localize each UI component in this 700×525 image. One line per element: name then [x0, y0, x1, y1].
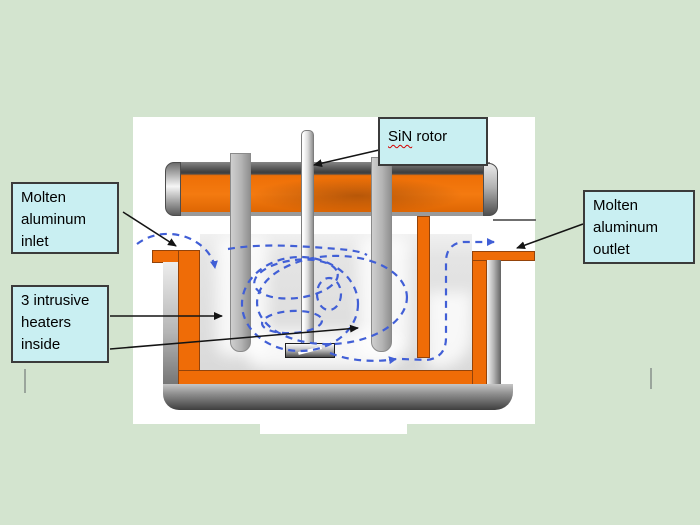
rotor-disc-highlight — [297, 346, 323, 355]
label-line: 3 intrusive — [21, 292, 90, 309]
heater-rod-left — [230, 153, 251, 352]
label-word-sin: SiN — [388, 128, 413, 145]
heater-rod-right — [371, 157, 392, 352]
shelf-line — [493, 219, 536, 221]
melt-highlight — [426, 292, 472, 368]
shell-right-wall — [487, 260, 501, 386]
label-line: inlet — [21, 233, 49, 250]
baffle — [417, 216, 430, 358]
tick-mark-right — [650, 368, 652, 389]
label-line: inside — [21, 336, 61, 353]
label-molten-aluminum-outlet: Molten aluminum outlet — [583, 190, 695, 264]
lid-cap-left — [165, 162, 181, 216]
label-word-rotor: rotor — [412, 128, 448, 145]
label-sin-rotor: SiN rotor — [378, 117, 488, 166]
lining-left-wall — [178, 250, 200, 387]
label-line: outlet — [593, 241, 630, 258]
rotor-disc — [285, 343, 335, 358]
label-line: aluminum — [593, 219, 659, 236]
label-intrusive-heaters: 3 intrusive heaters inside — [11, 285, 109, 363]
label-molten-aluminum-inlet: Molten aluminum inlet — [11, 182, 119, 254]
furnace-lid — [174, 162, 490, 216]
rotor-shaft — [301, 130, 314, 346]
tick-mark-left — [24, 369, 26, 393]
lid-cap-right — [483, 163, 498, 216]
shell-bottom — [163, 384, 513, 410]
diagram-canvas-foot — [260, 424, 407, 434]
outlet-lip — [472, 251, 535, 261]
label-line: Molten — [593, 197, 639, 214]
label-line: SiN rotor — [388, 126, 478, 148]
shell-left-wall — [163, 262, 178, 390]
label-line: Molten — [21, 189, 67, 206]
label-line: heaters — [21, 314, 72, 331]
lid-shadow — [174, 212, 490, 216]
label-line: aluminum — [21, 211, 87, 228]
lining-right-wall — [472, 252, 487, 387]
